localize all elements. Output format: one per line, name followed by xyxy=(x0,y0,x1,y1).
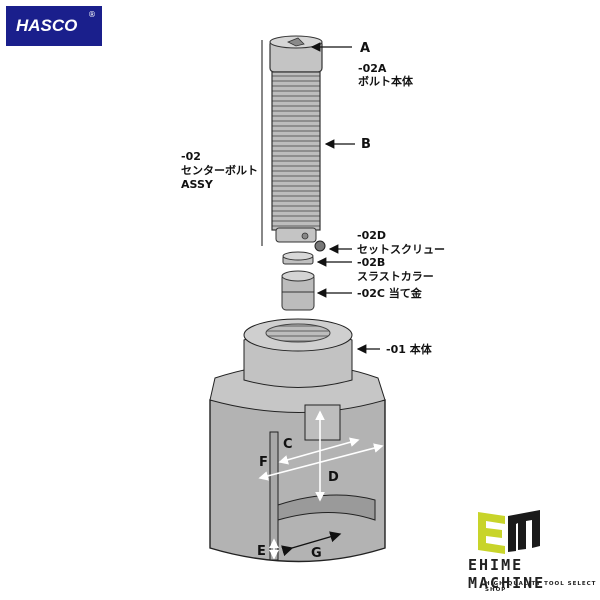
callout-b: B xyxy=(361,137,371,152)
set-screw xyxy=(314,240,326,252)
dimension-g-arrow xyxy=(281,531,342,557)
callout-02b-code: -02B xyxy=(357,256,386,269)
callout-02c: -02C 当て金 xyxy=(357,287,422,300)
hasco-logo: HASCO ® xyxy=(6,6,102,46)
pad-plate xyxy=(281,270,315,311)
callout-02d-code: -02D xyxy=(357,229,387,242)
dim-g: G xyxy=(311,546,322,561)
logo-text: HASCO xyxy=(16,16,78,35)
main-body xyxy=(209,318,386,563)
callout-01-body: -01 本体 xyxy=(386,343,432,356)
dim-e: E xyxy=(257,544,266,559)
callout-a: A xyxy=(360,41,371,56)
dim-c: C xyxy=(283,437,293,452)
callout-02a-name: ボルト本体 xyxy=(358,75,413,88)
assy-suffix: ASSY xyxy=(181,178,213,191)
assy-name: センターボルト xyxy=(181,164,258,177)
callout-02a-code: -02A xyxy=(358,62,387,75)
ehime-machine-logo-mark xyxy=(478,510,540,554)
registered-mark: ® xyxy=(88,10,96,19)
callout-02d-name: セットスクリュー xyxy=(357,243,445,256)
dim-d: D xyxy=(328,470,339,485)
center-bolt xyxy=(269,35,323,243)
dim-f: F xyxy=(259,455,268,470)
brand-name: EHIME MACHINE xyxy=(468,556,546,592)
thrust-collar xyxy=(282,251,314,265)
callout-02b-name: スラストカラー xyxy=(357,270,434,283)
brand-tagline: HIGH QUALITY TOOL SELECT SHOP xyxy=(485,581,597,593)
assy-code: -02 xyxy=(181,150,201,163)
